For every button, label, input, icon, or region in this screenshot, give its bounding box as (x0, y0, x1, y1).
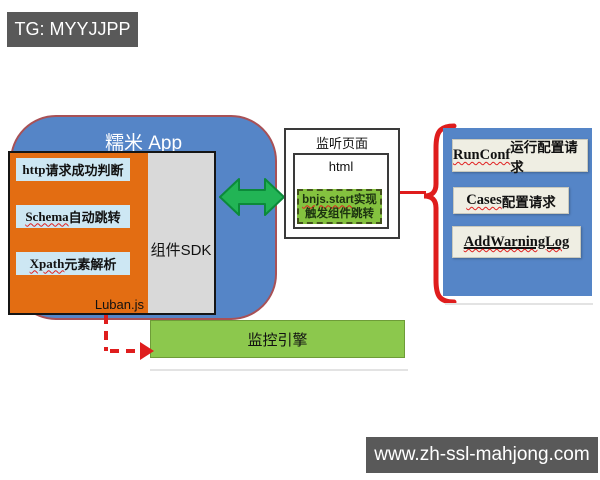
bnjs-script-line1: bnjs.start实现 (302, 193, 377, 207)
module-http-judge-en: http (22, 161, 46, 177)
nuomi-app-title: 糯米 App (104, 133, 183, 154)
module-http-judge-zh: 请求成功判断 (45, 163, 124, 178)
component-sdk-label: 组件SDK (150, 242, 212, 259)
website-watermark-text: www.zh-ssl-mahjong.com (374, 444, 590, 465)
request-runconf-zh: 运行配置请求 (510, 139, 578, 175)
html-box: html bnjs.start实现 触发组件跳转 (293, 153, 389, 229)
module-xpath-parse-en: Xpath (29, 255, 65, 271)
bnjs-script-zh: 实现 (353, 193, 377, 206)
request-addwarninglog-en: AddWarningLog (463, 234, 570, 250)
faint-line (150, 369, 408, 371)
listener-page-title: 监听页面 (315, 136, 368, 151)
request-cases-zh: 配置请求 (501, 194, 556, 210)
telegram-watermark-text: TG: MYYJJPP (14, 19, 131, 39)
red-arrowhead-icon (140, 342, 154, 360)
listener-page-box: 监听页面 html bnjs.start实现 触发组件跳转 (284, 128, 400, 239)
request-addwarninglog-wrap: AddWarningLog (464, 233, 570, 251)
bnjs-script-en: bnjs.start (302, 193, 354, 206)
luban-js-label: Luban.js (94, 297, 144, 312)
red-brace-icon (423, 123, 457, 305)
request-runconf-en: RunConf (453, 147, 511, 163)
red-dashed-line-vertical (104, 315, 108, 351)
html-label: html (328, 159, 354, 174)
faint-line (445, 303, 593, 305)
bnjs-script-line2: 触发组件跳转 (305, 207, 374, 220)
module-schema-jump-zh: 自动跳转 (68, 210, 121, 225)
red-dashed-line-horizontal (110, 349, 141, 353)
request-cases-en: Cases (466, 192, 502, 208)
bnjs-script-box: bnjs.start实现 触发组件跳转 (297, 189, 382, 224)
component-sdk-area: 组件SDK (148, 153, 214, 313)
telegram-watermark-badge: TG: MYYJJPP (7, 12, 138, 47)
monitor-engine-label: 监控引擎 (247, 331, 308, 349)
monitor-engine-bar: 监控引擎 (150, 320, 405, 358)
module-schema-jump-en: Schema (25, 208, 69, 224)
module-xpath-parse-zh: 元素解析 (64, 257, 117, 272)
website-watermark-badge: www.zh-ssl-mahjong.com (366, 437, 598, 473)
red-connector-line (400, 191, 426, 194)
request-item-addwarninglog: AddWarningLog (452, 226, 581, 258)
double-arrow-icon (219, 178, 285, 216)
